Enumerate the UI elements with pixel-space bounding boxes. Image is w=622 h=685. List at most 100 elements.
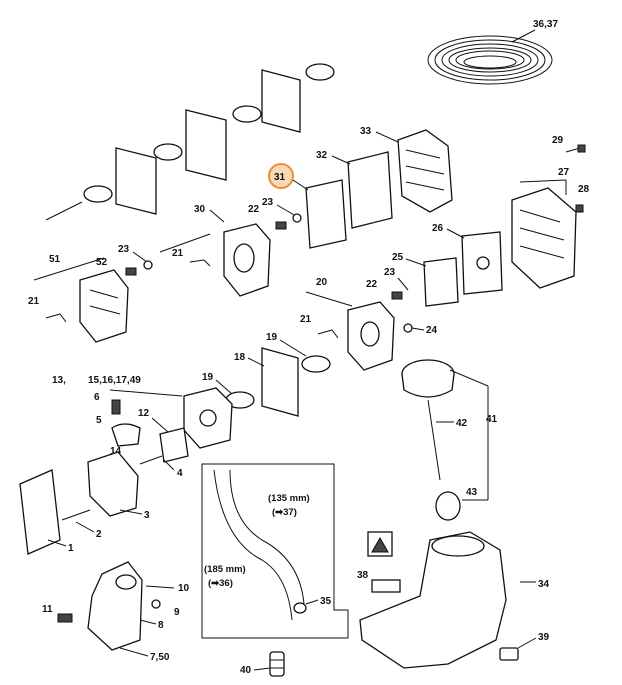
gasket-plate-top[interactable] <box>83 63 335 215</box>
callout-2: 2 <box>96 529 102 540</box>
callout-25: 25 <box>392 252 404 263</box>
callout-7-50: 7,50 <box>150 652 170 663</box>
callout-15-16-17-49: 15,16,17,49 <box>88 375 141 386</box>
housing-3[interactable] <box>87 451 139 517</box>
coiled-line-part[interactable] <box>427 35 553 85</box>
gasket-19-a[interactable] <box>301 355 331 373</box>
callout-3: 3 <box>144 510 150 521</box>
air-filter-31[interactable] <box>305 179 347 249</box>
filter-base-20[interactable] <box>347 301 395 371</box>
filter-housing-27[interactable] <box>511 187 577 289</box>
callout-30: 30 <box>194 204 206 215</box>
callout-14: 14 <box>110 446 122 457</box>
callout-4: 4 <box>177 468 183 479</box>
decal-38[interactable] <box>371 579 401 593</box>
callout-18: 18 <box>234 352 246 363</box>
callout-27: 27 <box>558 167 570 178</box>
filter-base-30[interactable] <box>223 223 271 297</box>
fuel-hose-short[interactable] <box>229 469 305 605</box>
callout-23-c: 23 <box>384 267 396 278</box>
fuel-line-frame <box>201 463 349 639</box>
part-5[interactable] <box>111 423 141 447</box>
screw-52[interactable] <box>125 267 137 276</box>
callout-19-a: 19 <box>266 332 278 343</box>
screw-22-b[interactable] <box>391 291 403 300</box>
callout-8: 8 <box>158 620 164 631</box>
callout-13: 13, <box>52 375 66 386</box>
callout-23-b: 23 <box>118 244 130 255</box>
highlight-ring <box>268 163 294 189</box>
fuel-hose-long[interactable] <box>213 469 293 621</box>
intake-plate-18[interactable] <box>261 347 299 417</box>
callout-6: 6 <box>94 392 100 403</box>
warning-decal <box>367 531 393 557</box>
callout-34: 34 <box>538 579 550 590</box>
fuel-pickup-43[interactable] <box>435 491 461 521</box>
callout-26: 26 <box>432 223 444 234</box>
callout-40: 40 <box>240 665 252 676</box>
callout-41: 41 <box>486 414 498 425</box>
screw-2[interactable] <box>61 509 91 521</box>
screw-11[interactable] <box>57 613 73 623</box>
callout-32: 32 <box>316 150 328 161</box>
callout-33: 33 <box>360 126 372 137</box>
callout-42: 42 <box>456 418 468 429</box>
nut-9[interactable] <box>151 599 161 609</box>
gasket-1[interactable] <box>19 469 61 555</box>
air-filter-32[interactable] <box>347 151 393 229</box>
filter-base-51[interactable] <box>79 269 129 343</box>
fitting-35[interactable] <box>293 602 307 614</box>
screw-28[interactable] <box>575 204 584 213</box>
callout-36-37: 36,37 <box>533 19 558 30</box>
choke-lever-21-b[interactable] <box>189 259 211 267</box>
screw-4[interactable] <box>139 455 163 465</box>
screw-22-a[interactable] <box>275 221 287 230</box>
grommet-39[interactable] <box>499 647 519 661</box>
callout-39: 39 <box>538 632 550 643</box>
bracket-7-50[interactable] <box>87 561 143 651</box>
reference-36: (➡36) <box>208 578 233 589</box>
callout-22-a: 22 <box>248 204 260 215</box>
callout-10: 10 <box>178 583 190 594</box>
callout-1: 1 <box>68 543 74 554</box>
callout-11: 11 <box>42 604 53 615</box>
callout-19-b: 19 <box>202 372 214 383</box>
callout-21-c: 21 <box>300 314 312 325</box>
callout-52: 52 <box>96 257 108 268</box>
filter-cover-33[interactable] <box>397 129 453 213</box>
callout-35: 35 <box>320 596 332 607</box>
callout-5: 5 <box>96 415 102 426</box>
callout-28: 28 <box>578 184 590 195</box>
choke-lever-21-a[interactable] <box>45 313 67 323</box>
fuel-tank-34[interactable] <box>359 531 507 669</box>
reference-37: (➡37) <box>272 507 297 518</box>
callout-22-b: 22 <box>366 279 378 290</box>
nut-24[interactable] <box>403 323 413 333</box>
carb-gasket-12[interactable] <box>159 427 189 463</box>
nut-23-b[interactable] <box>143 260 153 270</box>
callout-9: 9 <box>174 607 180 618</box>
callout-21-a: 21 <box>28 296 40 307</box>
callout-38: 38 <box>357 570 369 581</box>
fuel-suction-line[interactable] <box>427 399 441 481</box>
callout-21-b: 21 <box>172 248 184 259</box>
callout-31: 31 <box>274 172 286 183</box>
carburetor[interactable] <box>183 387 233 449</box>
fuel-cap[interactable] <box>401 359 455 398</box>
dimension-135mm: (135 mm) <box>268 493 310 504</box>
choke-lever-21-c[interactable] <box>317 329 339 339</box>
callout-51: 51 <box>49 254 61 265</box>
nut-23-a[interactable] <box>292 213 302 223</box>
callout-29: 29 <box>552 135 564 146</box>
callout-12: 12 <box>138 408 150 419</box>
callout-20: 20 <box>316 277 328 288</box>
fuel-filter-40[interactable] <box>269 651 285 677</box>
callout-23-a: 23 <box>262 197 274 208</box>
air-filter-25[interactable] <box>423 257 459 307</box>
dimension-185mm: (185 mm) <box>204 564 246 575</box>
callout-43: 43 <box>466 487 478 498</box>
screw-29[interactable] <box>565 144 586 153</box>
screw-6[interactable] <box>111 399 121 415</box>
callout-24: 24 <box>426 325 438 336</box>
